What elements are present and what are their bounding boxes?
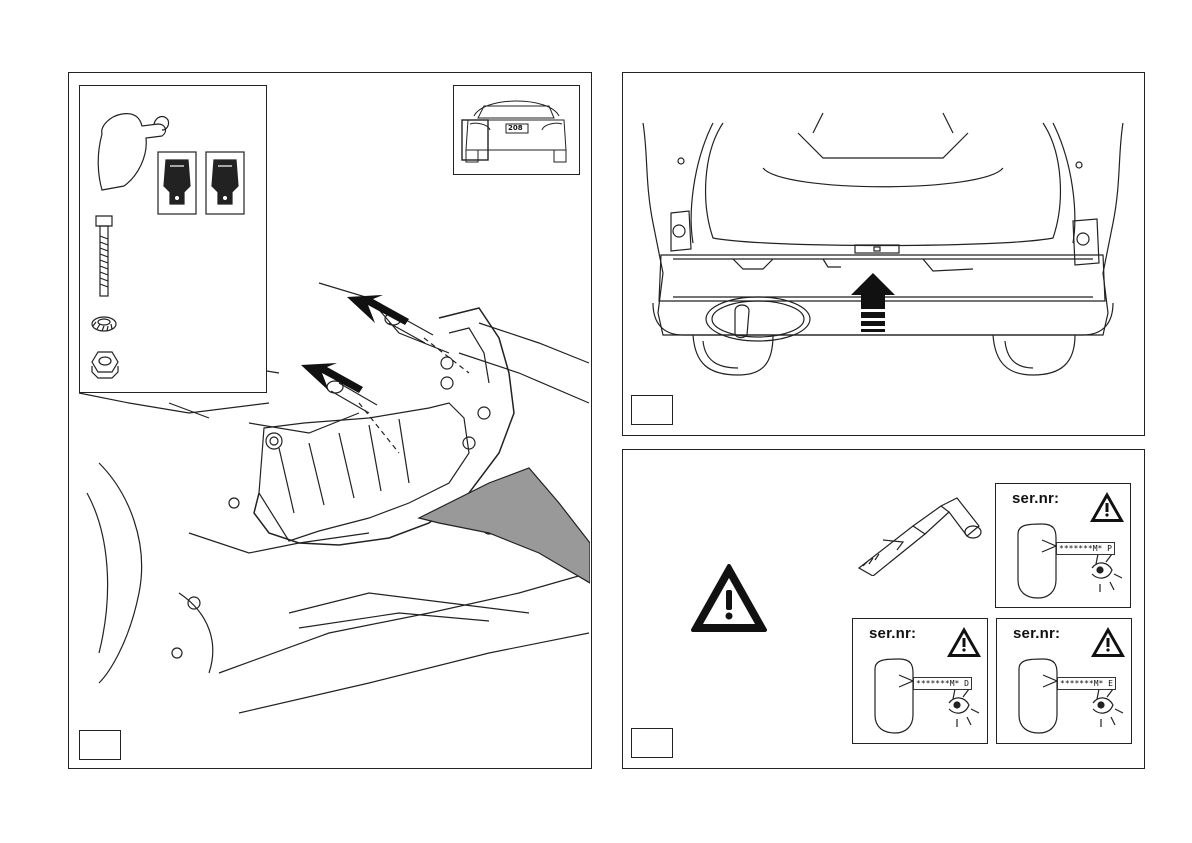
step-number-box	[631, 728, 673, 758]
serial-tag: *******M* P	[1056, 542, 1115, 555]
arrow-icon	[301, 363, 363, 393]
step-number-box	[631, 395, 673, 425]
bolt-icon	[96, 216, 112, 296]
eye-icon	[1093, 689, 1123, 727]
bottom-right-step-panel: ser.nr: *******M* P ser.nr:	[622, 449, 1145, 769]
washer-icon	[92, 317, 116, 331]
serial-tag: *******M* E	[1057, 677, 1116, 690]
left-step-panel: 208	[68, 72, 592, 769]
thumbnail-model-badge: 208	[508, 124, 523, 132]
socket-icon	[206, 152, 244, 214]
rear-bumper-illustration	[623, 73, 1143, 434]
top-right-step-panel	[622, 72, 1145, 436]
vehicle-thumbnail: 208	[453, 85, 580, 175]
serial-number-icon-e: ser.nr: *******M* E	[996, 618, 1132, 744]
eye-icon	[949, 689, 979, 727]
parts-inset	[79, 85, 267, 393]
nut-icon	[92, 352, 118, 378]
serial-tag: *******M* D	[913, 677, 972, 690]
socket-icon	[158, 152, 196, 214]
wrench-icon	[853, 486, 993, 576]
hand-icon	[98, 114, 165, 190]
warning-icon	[689, 562, 769, 634]
serial-number-icon-d: ser.nr: *******M* D	[852, 618, 988, 744]
arrow-icon	[851, 273, 895, 332]
eye-icon	[1092, 554, 1122, 592]
step-number-box	[79, 730, 121, 760]
arrow-icon	[347, 295, 409, 325]
serial-number-icon-p: ser.nr: *******M* P	[995, 483, 1131, 608]
